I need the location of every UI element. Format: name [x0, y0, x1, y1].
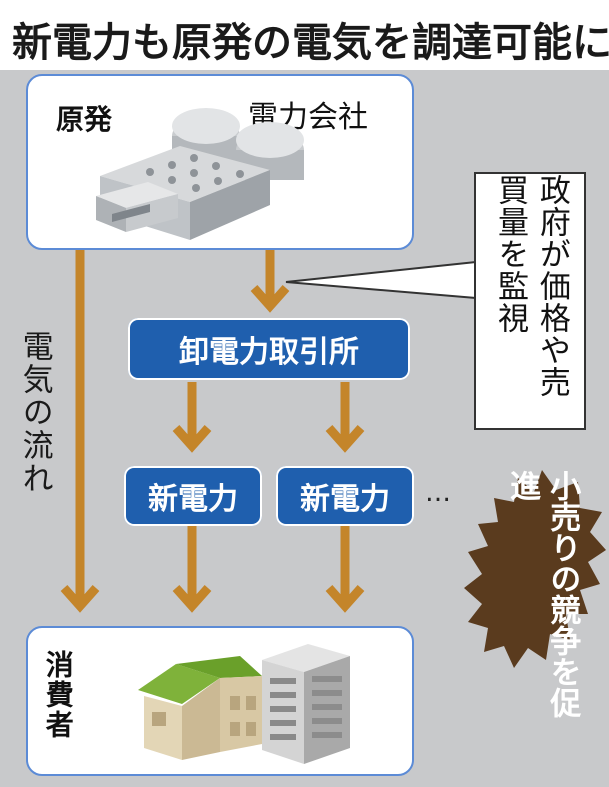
nuclear-label: 原発	[56, 103, 113, 136]
title-bar: 新電力も原発の電気を調達可能に	[0, 0, 609, 70]
electricity-flow-label: 電気の流れ	[16, 330, 53, 495]
government-note-box: 政府が価格や売買量を監視	[474, 172, 586, 430]
competition-note-text: 小売りの競争を促進	[504, 470, 581, 718]
callout-pointer	[285, 261, 477, 299]
power-plant-icon	[96, 108, 304, 240]
competition-burst	[464, 470, 606, 668]
more-ellipsis: …	[425, 478, 454, 508]
house-icon	[138, 656, 262, 760]
office-building-icon	[262, 644, 350, 764]
new-power-box-1: 新電力	[124, 466, 262, 526]
competition-note: 小売りの競争を促進	[476, 470, 608, 720]
consumer-label: 消費者	[41, 650, 75, 740]
government-note-text: 政府が価格や売買量を監視	[492, 174, 570, 398]
new-power-box-2: 新電力	[276, 466, 414, 526]
wholesale-exchange-box: 卸電力取引所	[128, 318, 410, 380]
diagram-title: 新電力も原発の電気を調達可能に	[12, 20, 609, 66]
flow-arrows	[60, 250, 365, 613]
